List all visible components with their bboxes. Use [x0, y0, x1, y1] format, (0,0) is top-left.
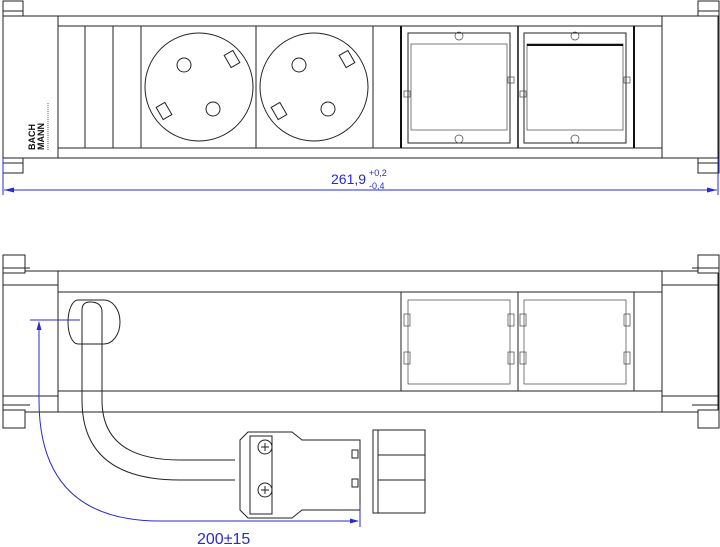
bachmann-logo: BACH MANN	[27, 102, 49, 150]
cable-length-value: 200±15	[197, 531, 250, 547]
left-end-cap	[2, 15, 59, 159]
width-dimension: 261,9 +0,2 -0,4	[2, 158, 719, 195]
right-end-cap	[661, 15, 719, 159]
left-end-cap	[2, 270, 59, 413]
module-frame-1	[400, 26, 515, 148]
top-view: BACH MANN 261,9 +0,2 -0,4	[2, 0, 720, 195]
module-frame-back-2	[517, 291, 635, 392]
svg-text:BACH: BACH	[27, 124, 37, 150]
cable-length-dimension: 200±15	[30, 319, 361, 547]
width-tol-plus: +0,2	[369, 168, 387, 178]
profile-body	[2, 15, 720, 159]
schuko-socket-1	[144, 32, 254, 142]
profile-body	[2, 270, 720, 413]
cable	[81, 301, 235, 461]
power-connector	[239, 429, 426, 519]
cable-grommet	[67, 299, 121, 345]
module-frame-2	[517, 26, 635, 148]
width-value: 261,9	[331, 171, 366, 187]
right-end-cap	[661, 270, 719, 413]
width-tol-minus: -0,4	[369, 181, 385, 191]
bottom-view: 200±15	[2, 254, 720, 547]
svg-text:MANN: MANN	[36, 123, 46, 150]
schuko-socket-2	[259, 32, 369, 142]
